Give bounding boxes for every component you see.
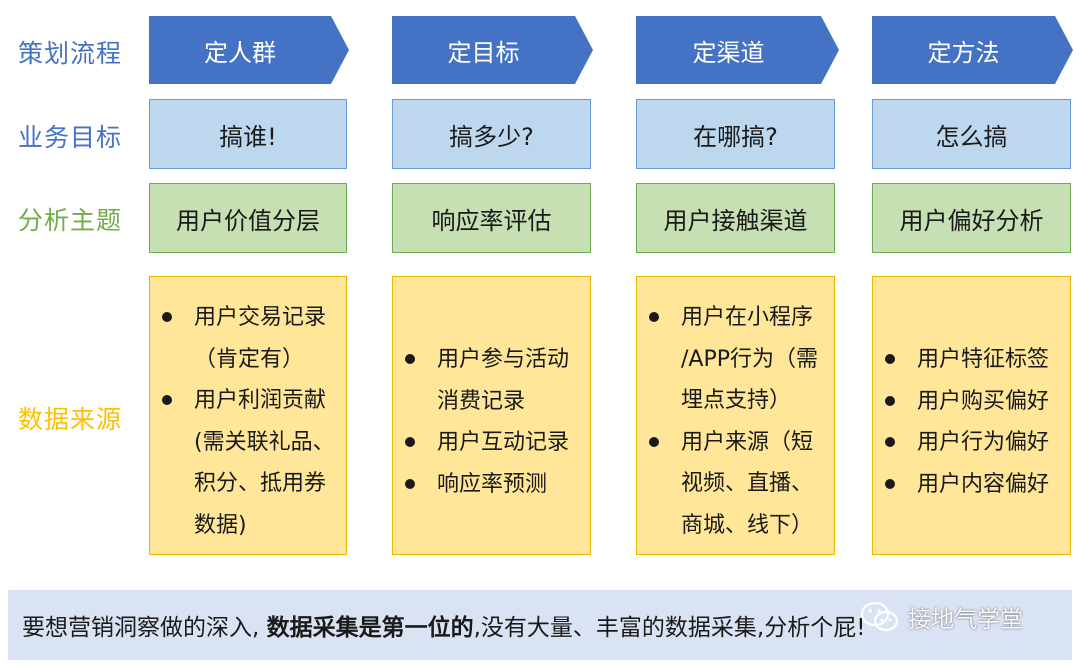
- bullet-icon: [885, 395, 895, 406]
- bullet-icon: [649, 436, 659, 447]
- source-list: 用户在小程序/APP行为（需埋点支持） 用户来源（短视频、直播、商城、线下）: [637, 297, 834, 546]
- source-item: 用户内容偏好: [873, 464, 1070, 506]
- source-item: 用户互动记录: [393, 422, 590, 464]
- source-item: 埋点支持）: [637, 380, 834, 422]
- stage-arrow-target: 定目标: [392, 16, 593, 84]
- source-item-text: 埋点支持）: [681, 388, 792, 413]
- source-item-text: 用户在小程序: [681, 305, 814, 330]
- bullet-icon: [162, 312, 172, 322]
- source-item-text: 商城、线下）: [681, 512, 814, 538]
- source-item-text: 用户互动记录: [437, 430, 570, 455]
- source-item-text: 用户交易记录: [194, 305, 327, 330]
- goal-box-method: 怎么搞: [872, 99, 1071, 169]
- source-list: 用户参与活动消费记录用户互动记录响应率预测: [393, 339, 590, 505]
- source-item: 用户交易记录: [150, 297, 346, 339]
- source-box-target: 用户参与活动消费记录用户互动记录响应率预测: [392, 276, 591, 555]
- source-list: 用户交易记录 （肯定有） 用户利润贡献 (需关联礼品、积分、抵用券数据): [150, 297, 346, 546]
- row-label-planning-flow: 策划流程: [17, 39, 122, 68]
- bullet-icon: [885, 478, 895, 489]
- goal-box-channel: 在哪搞?: [636, 99, 835, 169]
- row-label-business-goal: 业务目标: [17, 123, 122, 152]
- bullet-icon: [405, 478, 415, 489]
- source-item-text: 积分、抵用券: [194, 471, 327, 496]
- stage-arrow-crowd: 定人群: [149, 16, 349, 84]
- source-item-text: 用户参与活动: [437, 347, 570, 372]
- source-item-text: 用户特征标签: [917, 347, 1050, 372]
- source-item: 积分、抵用券: [150, 463, 346, 505]
- banner-text-bold: 数据采集是第一位的: [266, 615, 474, 641]
- watermark: 接地气学堂: [860, 597, 1023, 637]
- source-item-text: 消费记录: [437, 388, 526, 414]
- source-item: 消费记录: [393, 381, 590, 423]
- source-item-text: 数据): [194, 512, 247, 538]
- source-item-text: 用户购买偏好: [917, 388, 1050, 414]
- source-item: 数据): [150, 505, 346, 547]
- source-item: 用户参与活动: [393, 339, 590, 381]
- source-item: /APP行为（需: [637, 339, 834, 381]
- wechat-icon: [860, 601, 899, 632]
- stage-arrow-method: 定方法: [872, 16, 1073, 84]
- source-item: 商城、线下）: [637, 505, 834, 547]
- source-item: 响应率预测: [393, 464, 590, 506]
- banner-text-pre: 要想营销洞察做的深入,: [22, 615, 260, 641]
- stage-arrow-channel: 定渠道: [636, 16, 839, 84]
- topic-box-crowd: 用户价值分层: [149, 183, 347, 253]
- bullet-icon: [405, 437, 415, 447]
- source-item: 用户在小程序: [637, 297, 834, 339]
- banner-text-post: ,没有大量、丰富的数据采集,分析个屁!: [473, 615, 866, 641]
- topic-box-target: 响应率评估: [392, 183, 591, 253]
- source-box-crowd: 用户交易记录 （肯定有） 用户利润贡献 (需关联礼品、积分、抵用券数据): [149, 276, 347, 555]
- topic-box-channel: 用户接触渠道: [636, 183, 835, 253]
- source-item-text: 用户行为偏好: [917, 430, 1050, 455]
- source-item-text: /APP行为（需: [681, 346, 818, 372]
- source-item-text: （肯定有）: [194, 346, 305, 372]
- bullet-icon: [885, 354, 895, 364]
- source-item: （肯定有）: [150, 339, 346, 381]
- bullet-icon: [885, 437, 895, 447]
- row-label-analysis-topic: 分析主题: [17, 206, 122, 235]
- source-item: 用户购买偏好: [873, 381, 1070, 423]
- watermark-text: 接地气学堂: [908, 607, 1023, 633]
- source-item: (需关联礼品、: [150, 422, 346, 464]
- source-item-text: 用户利润贡献: [194, 388, 327, 413]
- goal-box-crowd: 搞谁!: [149, 99, 347, 169]
- source-box-method: 用户特征标签用户购买偏好用户行为偏好用户内容偏好: [872, 276, 1071, 555]
- goal-box-target: 搞多少?: [392, 99, 591, 169]
- source-item: 用户来源（短: [637, 422, 834, 464]
- bullet-icon: [405, 354, 415, 364]
- bullet-icon: [649, 312, 659, 322]
- row-label-data-source: 数据来源: [17, 405, 122, 434]
- source-list: 用户特征标签用户购买偏好用户行为偏好用户内容偏好: [873, 339, 1070, 505]
- topic-box-method: 用户偏好分析: [872, 183, 1071, 253]
- source-item: 用户行为偏好: [873, 422, 1070, 464]
- source-item: 视频、直播、: [637, 463, 834, 505]
- source-item-text: 响应率预测: [437, 471, 548, 497]
- bullet-icon: [162, 395, 172, 405]
- source-item-text: 用户内容偏好: [917, 471, 1050, 497]
- source-box-channel: 用户在小程序/APP行为（需埋点支持） 用户来源（短视频、直播、商城、线下）: [636, 276, 835, 555]
- source-item: 用户特征标签: [873, 339, 1070, 381]
- source-item-text: 视频、直播、: [681, 471, 814, 496]
- source-item: 用户利润贡献: [150, 380, 346, 422]
- source-item-text: 用户来源（短: [681, 429, 814, 455]
- source-item-text: (需关联礼品、: [194, 429, 335, 455]
